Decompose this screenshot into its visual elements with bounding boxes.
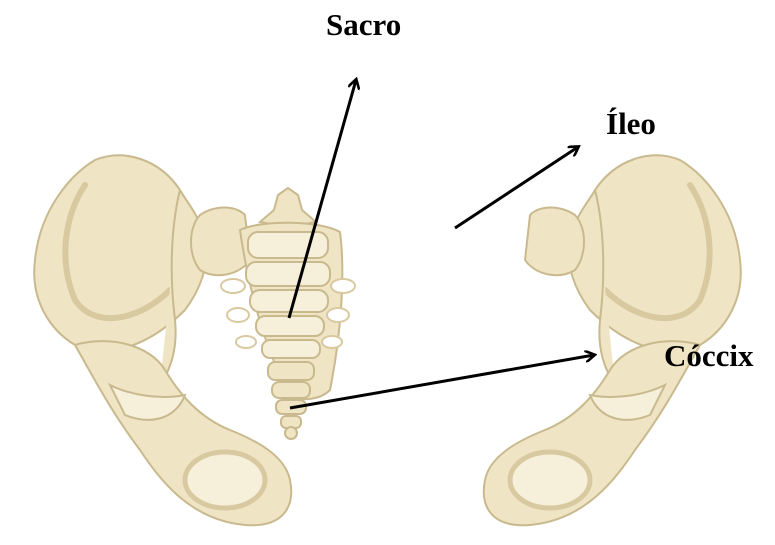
label-ileo: Íleo <box>606 108 656 139</box>
coccyx <box>268 362 314 439</box>
label-sacro: Sacro <box>326 9 401 40</box>
left-ischium <box>75 341 291 525</box>
label-coccix: Cóccix <box>664 340 754 371</box>
